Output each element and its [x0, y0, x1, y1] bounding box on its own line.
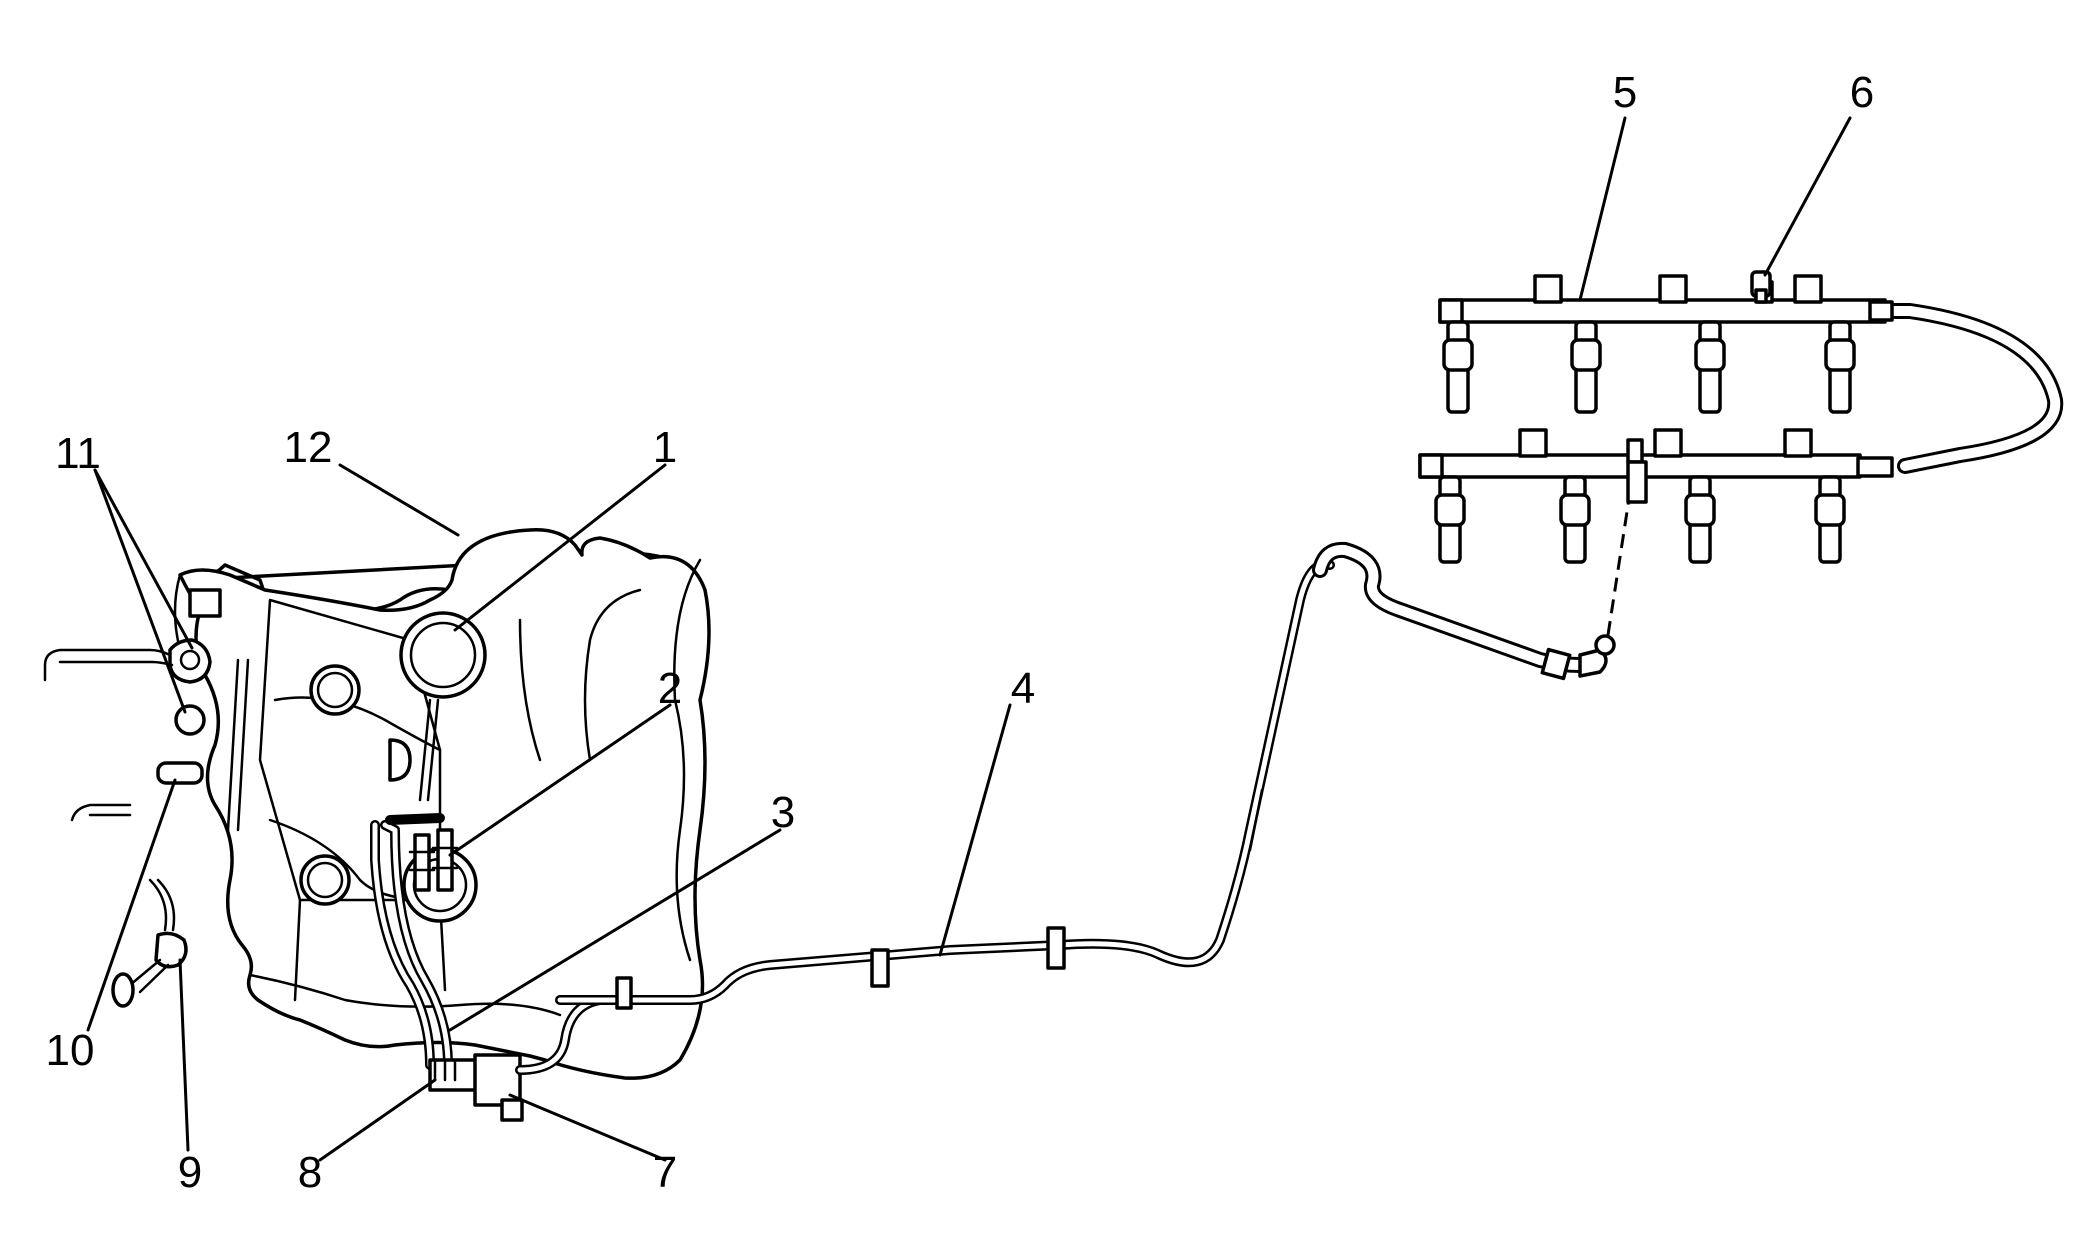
callout-12: 12 [284, 423, 333, 472]
callout-5: 5 [1613, 68, 1637, 117]
upper-injectors [1442, 320, 1856, 414]
leader-lines [86, 116, 1852, 1162]
fuel-tank [43, 528, 711, 1080]
callout-6: 6 [1850, 68, 1874, 117]
callout-9: 9 [178, 1148, 202, 1197]
callout-labels: 1 2 3 4 5 6 7 8 9 10 11 12 [46, 68, 1875, 1197]
callout-3: 3 [771, 788, 795, 837]
callout-11: 11 [55, 429, 101, 478]
lower-injectors [1434, 475, 1846, 564]
callout-2: 2 [658, 664, 682, 713]
callout-8: 8 [298, 1148, 322, 1197]
callout-1: 1 [653, 423, 677, 472]
callout-7: 7 [653, 1148, 677, 1197]
callout-4: 4 [1011, 664, 1035, 713]
fuel-rail-assembly [1418, 270, 2064, 564]
callout-10: 10 [46, 1026, 95, 1075]
main-fuel-feed-line [555, 459, 1637, 1010]
